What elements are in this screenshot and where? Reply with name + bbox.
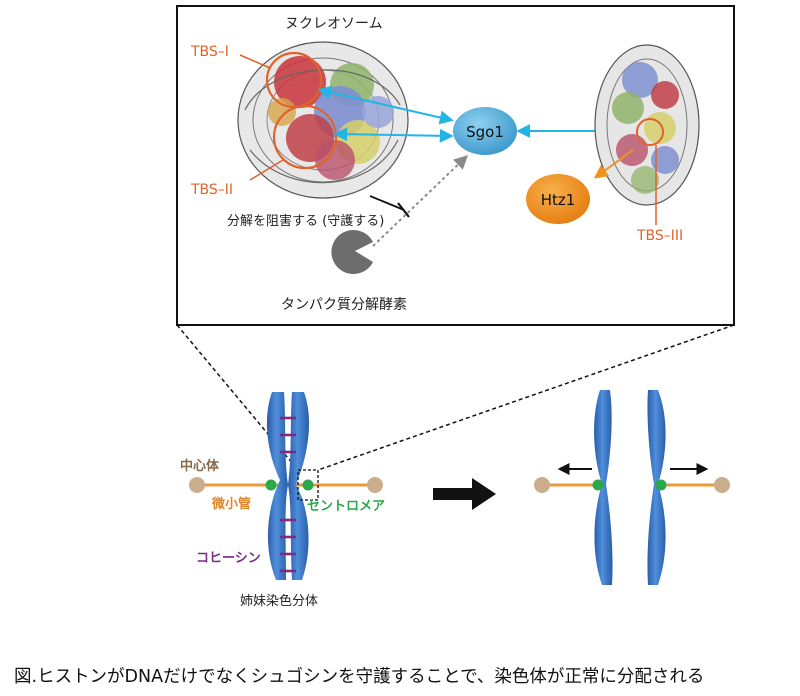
sister-chromatids-label: 姉妹染色分体 bbox=[240, 593, 318, 609]
centrosome-sep-right bbox=[714, 477, 730, 493]
zoom-line-right bbox=[317, 324, 735, 471]
nucleosome-right bbox=[594, 44, 700, 206]
zoom-region-box bbox=[297, 469, 319, 501]
transition-arrow bbox=[433, 478, 496, 510]
centrosome-sep-left bbox=[534, 477, 550, 493]
tbs1-leader bbox=[239, 54, 271, 69]
inhibition-bar-cap bbox=[397, 202, 410, 218]
arrow-tbs2-sgo1 bbox=[333, 127, 454, 143]
arrow-to-htz1 bbox=[593, 149, 634, 179]
centromere-sep-left bbox=[592, 479, 604, 491]
sgo1-label: Sgo1 bbox=[466, 123, 504, 141]
microtubule-label: 微小管 bbox=[211, 496, 251, 512]
centromere-right-dot bbox=[302, 479, 314, 491]
centromere-sep-right bbox=[655, 479, 667, 491]
chromatid-left-separated bbox=[542, 390, 613, 585]
nucleosome-label: ヌクレオソーム bbox=[285, 16, 383, 32]
htz1-protein bbox=[526, 174, 590, 224]
centrosome-right bbox=[367, 477, 383, 493]
protect-label: 分解を阻害する (守護する) bbox=[227, 213, 384, 229]
centrosome-label: 中心体 bbox=[180, 458, 220, 474]
figure-caption: 図.ヒストンがDNAだけでなくシュゴシンを守護することで、染色体が正常に分配され… bbox=[14, 666, 704, 687]
tbs1-label: TBS–I bbox=[190, 44, 229, 60]
tbs3-circle bbox=[636, 118, 664, 146]
centromere-left-dot bbox=[265, 479, 277, 491]
cohesin-label: コヒーシン bbox=[196, 551, 261, 566]
protease-icon bbox=[331, 230, 373, 274]
arrow-tbs1-sgo1 bbox=[317, 85, 454, 125]
chromosome-paired bbox=[197, 392, 375, 580]
tbs3-label: TBS–III bbox=[636, 228, 683, 244]
protease-label: タンパク質分解酵素 bbox=[281, 297, 407, 313]
centromere-label: セントロメア bbox=[307, 499, 385, 514]
tbs2-label: TBS–II bbox=[190, 182, 233, 198]
inhibition-bar-line bbox=[369, 195, 405, 211]
centrosome-left bbox=[189, 477, 205, 493]
sgo1-protein bbox=[453, 107, 517, 155]
htz1-label: Htz1 bbox=[541, 191, 576, 209]
tbs2-leader bbox=[249, 159, 284, 181]
